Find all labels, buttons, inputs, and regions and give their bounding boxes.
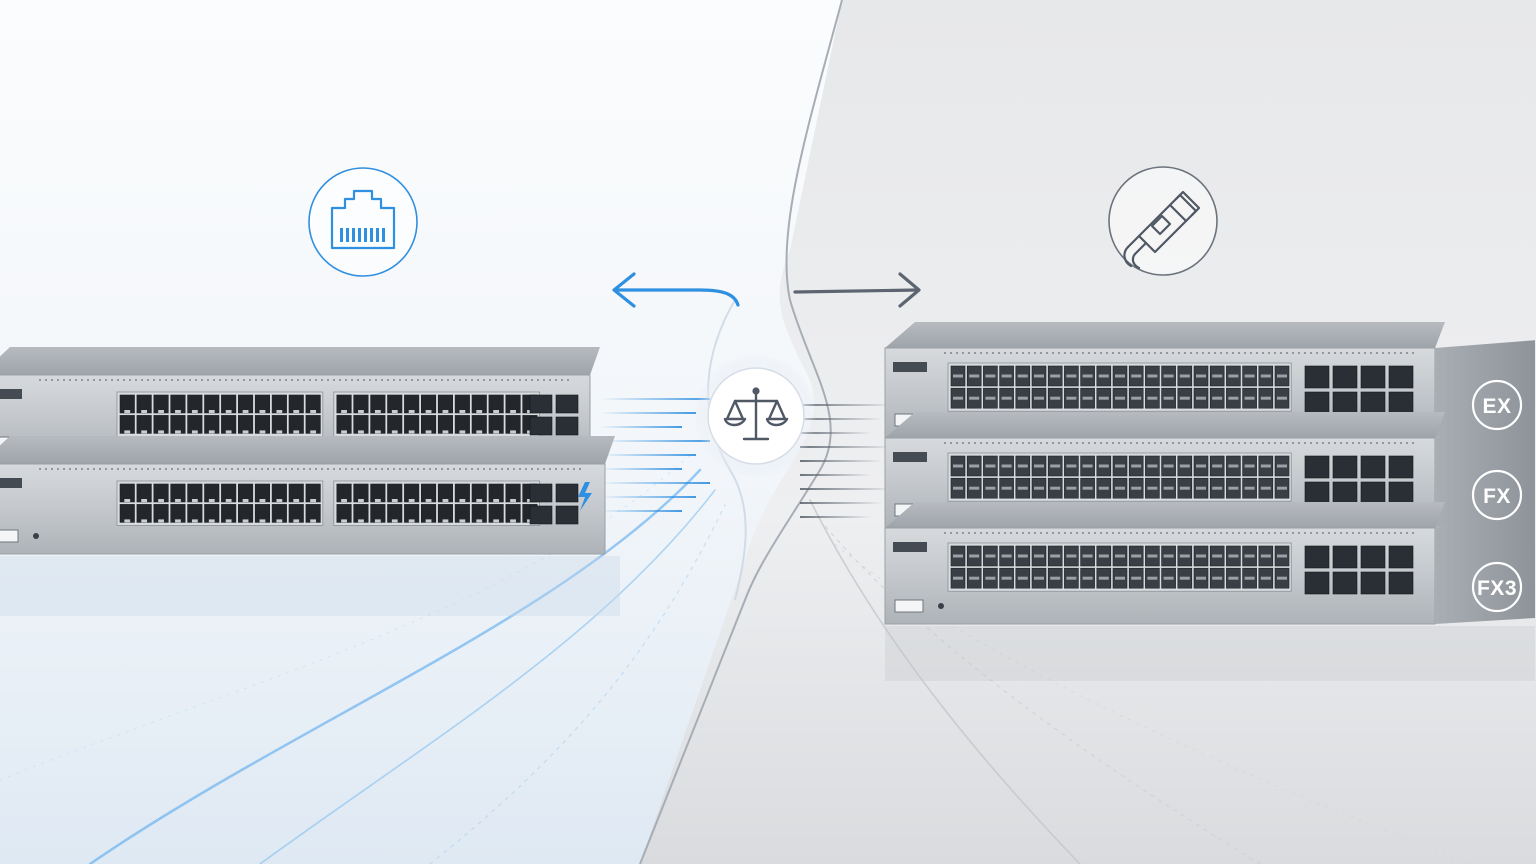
right-reflection	[885, 626, 1535, 681]
right-streak	[800, 488, 895, 490]
vent-strip	[944, 442, 1414, 444]
uplink-port	[1388, 545, 1414, 569]
uplink-port	[555, 416, 579, 436]
brand-tag	[893, 362, 927, 372]
left-speed-streaks	[600, 398, 710, 512]
arrow-left-icon	[612, 272, 740, 308]
balance-scale-badge	[694, 354, 818, 478]
left-streak	[600, 496, 696, 498]
tier-label: FX3	[1477, 577, 1517, 600]
uplink-port	[1304, 481, 1330, 505]
usb-port	[894, 599, 924, 613]
uplink-port	[529, 394, 553, 414]
left-streak	[600, 454, 696, 456]
tier-label: EX	[1482, 395, 1511, 418]
right-streak	[800, 474, 871, 476]
tier-label: FX	[1483, 485, 1511, 508]
brand-tag	[0, 389, 22, 399]
left-streak	[600, 426, 682, 428]
brand-tag	[0, 478, 22, 488]
uplink-port	[1360, 455, 1386, 479]
right-streak	[800, 460, 883, 462]
lightning-bolt-icon	[578, 482, 592, 511]
uplink-port	[1388, 571, 1414, 595]
usb-port	[0, 529, 19, 543]
tier-badge-fx3: FX3	[1471, 561, 1523, 613]
tier-badge-fx: FX	[1471, 469, 1523, 521]
uplink-port	[1388, 391, 1414, 415]
port-block	[947, 362, 1292, 412]
uplink-port	[1332, 455, 1358, 479]
vent-strip	[944, 532, 1414, 534]
left-streak	[600, 468, 682, 470]
uplink-ports	[1304, 545, 1414, 595]
vent-strip	[944, 352, 1414, 354]
right-streak	[800, 516, 871, 518]
uplink-port	[1360, 571, 1386, 595]
floor-light-streaks	[0, 454, 1471, 864]
left-streak	[600, 440, 710, 442]
balance-scale-icon	[723, 387, 789, 441]
port-block	[116, 480, 540, 526]
uplink-port	[1304, 455, 1330, 479]
rj45-ethernet-port-icon	[308, 167, 418, 277]
uplink-port	[555, 505, 579, 525]
left-reflection	[0, 556, 620, 616]
right-streak	[800, 418, 883, 420]
brand-tag	[893, 542, 927, 552]
uplink-port	[555, 394, 579, 414]
port-block	[116, 391, 540, 437]
uplink-port	[1360, 481, 1386, 505]
left-switch-stack	[0, 347, 620, 616]
arrow-right-icon	[793, 272, 921, 308]
right-switch-stack	[884, 322, 1535, 681]
uplink-ports	[529, 483, 579, 525]
left-switch-top	[0, 347, 600, 462]
left-streak	[600, 398, 710, 400]
uplink-port	[1332, 545, 1358, 569]
uplink-port	[1304, 365, 1330, 389]
right-streak	[800, 446, 895, 448]
right-switch-fx3	[884, 502, 1535, 625]
tier-badges: EX FX FX3	[1471, 379, 1523, 613]
uplink-port	[1360, 545, 1386, 569]
right-speed-streaks	[800, 404, 895, 518]
right-switch-fx	[884, 412, 1535, 529]
uplink-port	[1388, 455, 1414, 479]
left-switch-bottom	[0, 436, 615, 555]
fiber-optic-transceiver-icon	[1108, 166, 1218, 276]
uplink-ports	[529, 394, 579, 436]
uplink-port	[1388, 365, 1414, 389]
uplink-port	[1304, 545, 1330, 569]
uplink-port	[529, 416, 553, 436]
tier-badge-ex: EX	[1471, 379, 1523, 431]
uplink-port	[529, 505, 553, 525]
uplink-port	[529, 483, 553, 503]
left-streak	[600, 510, 682, 512]
uplink-port	[555, 483, 579, 503]
left-streak	[600, 412, 696, 414]
uplink-port	[1332, 571, 1358, 595]
vent-strip	[39, 468, 581, 470]
uplink-port	[1360, 391, 1386, 415]
vent-strip	[39, 379, 569, 381]
divider-curve	[639, 0, 843, 864]
right-streak	[800, 432, 871, 434]
uplink-port	[1332, 391, 1358, 415]
right-streak	[800, 404, 895, 406]
brand-tag	[893, 452, 927, 462]
uplink-port	[1304, 391, 1330, 415]
uplink-port	[1332, 481, 1358, 505]
port-block	[947, 452, 1292, 502]
left-streak	[600, 482, 710, 484]
uplink-port	[1360, 365, 1386, 389]
uplink-port	[1388, 481, 1414, 505]
port-block	[947, 542, 1292, 592]
uplink-ports	[1304, 455, 1414, 505]
uplink-port	[1332, 365, 1358, 389]
right-streak	[800, 502, 883, 504]
uplink-port	[1304, 571, 1330, 595]
